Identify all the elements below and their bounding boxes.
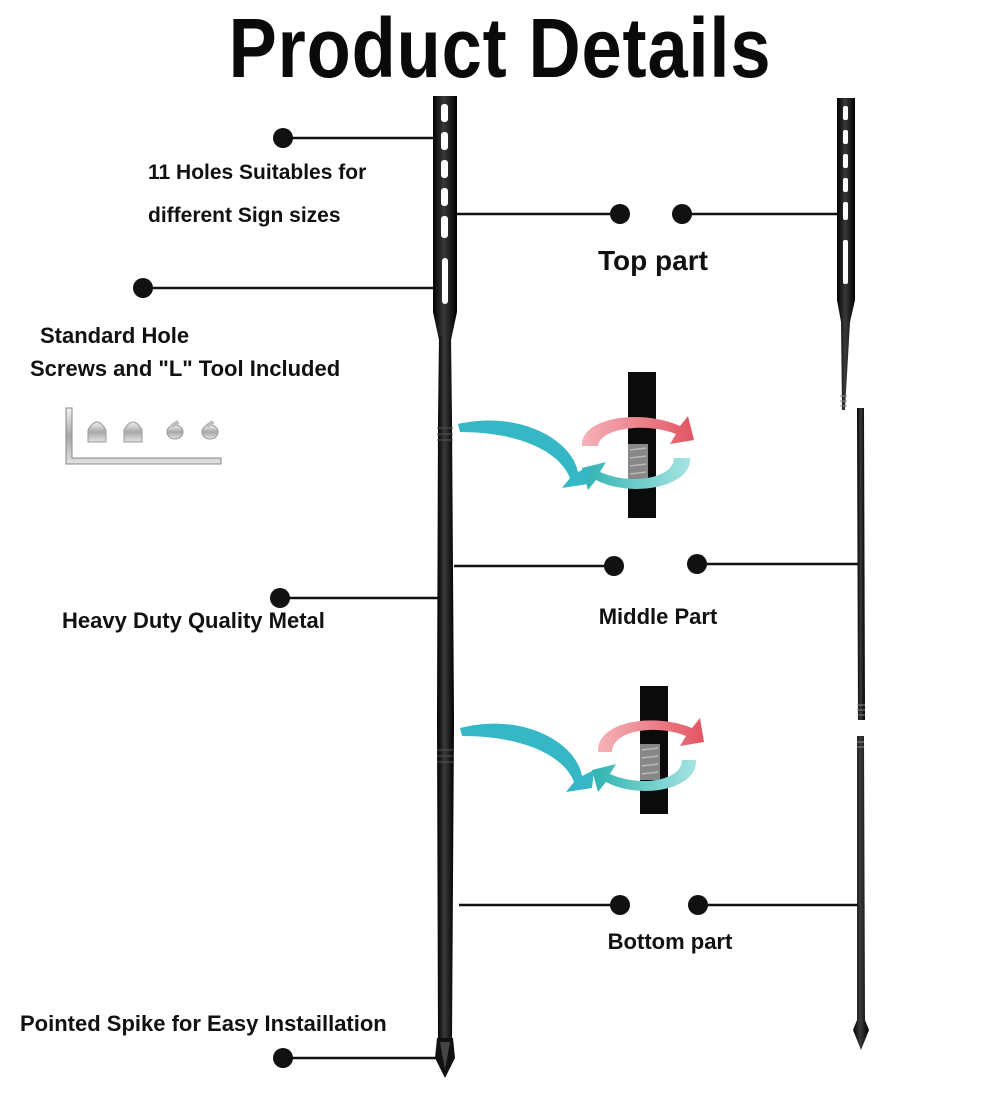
holes-label-line1: 11 Holes Suitables for bbox=[148, 161, 367, 184]
acorn-nut-icon bbox=[87, 421, 143, 443]
curved-arrow-icon bbox=[458, 420, 590, 488]
middle-part-label: Middle Part bbox=[598, 604, 718, 629]
twist-connect-icon bbox=[581, 372, 694, 518]
bottom-part-label: Bottom part bbox=[607, 929, 733, 954]
middle-part-piece bbox=[857, 408, 865, 720]
metal-label: Heavy Duty Quality Metal bbox=[62, 608, 325, 633]
top-part-label: Top part bbox=[598, 245, 708, 276]
twist-connect-icon bbox=[592, 686, 704, 814]
left-callouts bbox=[133, 128, 438, 1068]
part-connectors bbox=[454, 204, 858, 915]
page-title: Product Details bbox=[228, 1, 772, 95]
assembled-stake bbox=[433, 96, 457, 1078]
allen-key-icon bbox=[65, 407, 222, 465]
spike-label: Pointed Spike for Easy Instaillation bbox=[20, 1011, 387, 1036]
top-part-piece bbox=[837, 98, 855, 410]
hardware-label-line1: Standard Hole bbox=[40, 323, 190, 348]
hardware-label-line2: Screws and "L" Tool Included bbox=[30, 356, 341, 381]
bottom-part-piece bbox=[853, 736, 869, 1050]
curved-arrow-icon bbox=[460, 723, 594, 792]
holes-label-line2: different Sign sizes bbox=[148, 204, 341, 227]
button-screw-icon bbox=[166, 420, 219, 440]
